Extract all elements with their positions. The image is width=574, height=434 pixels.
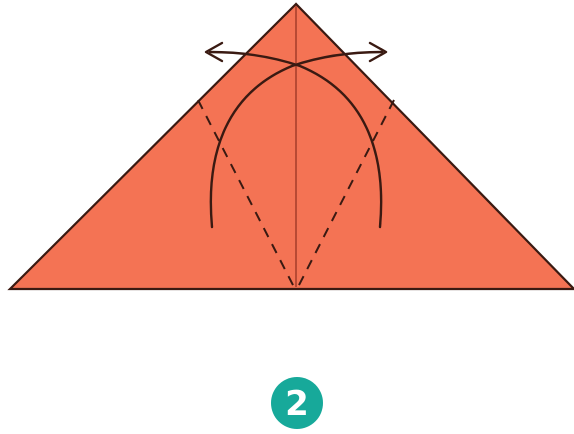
curved-arrow-right-icon bbox=[209, 41, 388, 229]
step-badge: 2 bbox=[271, 377, 323, 429]
step-number: 2 bbox=[285, 384, 309, 424]
step-badge-circle bbox=[271, 377, 323, 429]
paper-triangle bbox=[7, 2, 574, 291]
curved-arrow-left-icon bbox=[204, 41, 383, 229]
